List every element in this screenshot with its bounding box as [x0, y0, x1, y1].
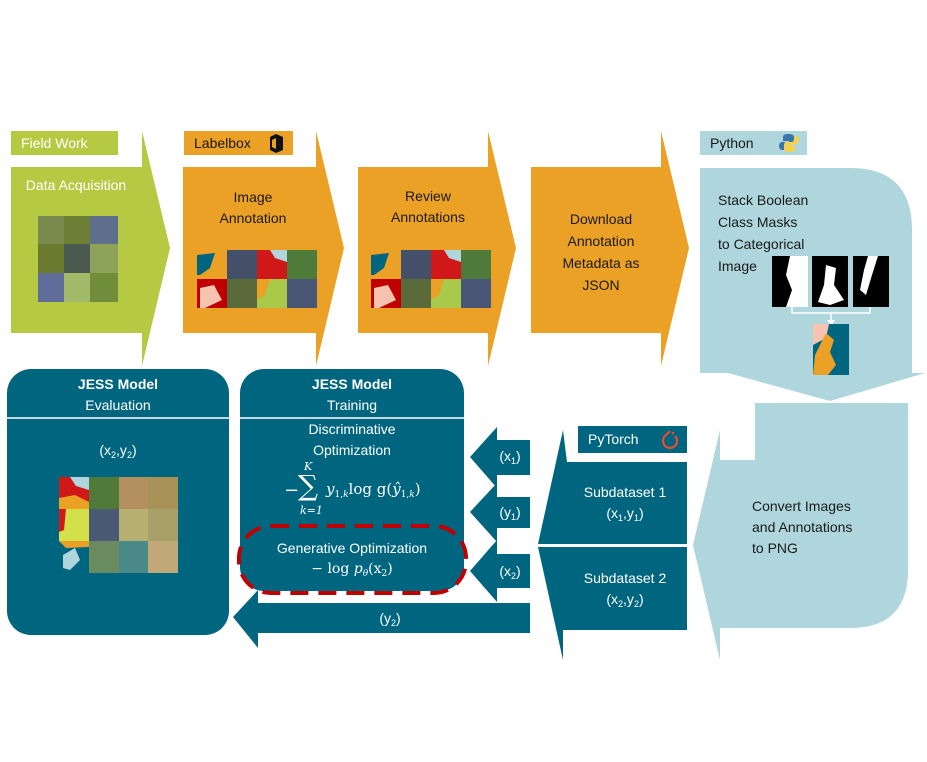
download-line3: Metadata as [562, 255, 640, 271]
pytorch-tag-label: PyTorch [588, 431, 639, 447]
subdataset-2-title: Subdataset 2 [583, 570, 667, 586]
image-annotation-title: Image Annotation [183, 187, 323, 229]
download-line2: Annotation [567, 233, 635, 249]
evaluation-title: JESS Model [77, 376, 159, 392]
generative-optimization: Generative Optimization − log pθ(x2) [240, 538, 464, 585]
review-annotations-title: Review Annotations [358, 186, 498, 228]
arrow-y2-label: (y2) [379, 610, 401, 628]
labelbox-logo-icon [270, 134, 283, 153]
boolean-masks [772, 256, 889, 307]
gen-formula: − log pθ(x2) [311, 561, 393, 579]
subdataset-1-title: Subdataset 1 [583, 484, 667, 500]
disc-formula-body: y1,klog g(ŷ1,k) [326, 480, 421, 500]
sum-upper-limit: K [304, 460, 313, 473]
arrow-y1 [470, 483, 530, 542]
convert-png-title: Convert Images and Annotations to PNG [752, 496, 892, 559]
image-annotation-arrow [183, 131, 344, 366]
sum-lower-limit: k=1 [300, 504, 323, 517]
data-acquisition-title: Data Acquisition [25, 177, 127, 193]
review-line2: Annotations [391, 209, 465, 225]
review-line1: Review [405, 188, 451, 204]
pytorch-logo-icon [661, 430, 679, 449]
generative-highlight [237, 524, 468, 595]
evaluation-pair: (x2,y2) [99, 442, 137, 460]
annotation-grid-2 [371, 250, 491, 308]
labelbox-tag-label: Labelbox [194, 135, 251, 151]
gen-title: Generative Optimization [276, 540, 428, 556]
training-title: JESS Model [311, 376, 393, 392]
download-line4: JSON [582, 277, 620, 293]
training-subtitle: Training [326, 397, 378, 413]
annotation-grid-1 [197, 250, 317, 308]
sum-symbol: ∑ [298, 469, 318, 502]
field-work-tag: Field Work [11, 131, 118, 155]
discriminative-formula: − K ∑ k=1 y1,klog g(ŷ1,k) [284, 460, 421, 517]
arrow-y2 [233, 590, 530, 648]
categorical-image [813, 324, 849, 375]
subdataset-2: Subdataset 2 (x2,y2) [560, 568, 690, 615]
evaluation-header: JESS Model Evaluation [7, 374, 229, 416]
field-work-tag-label: Field Work [21, 135, 88, 151]
evaluation-subtitle: Evaluation [85, 397, 151, 413]
download-line1: Download [569, 211, 633, 227]
review-arrow [358, 131, 516, 366]
subdataset-2-shape [538, 547, 687, 660]
subdataset-1-pair: (x1,y1) [606, 505, 644, 523]
subdataset-1: Subdataset 1 (x1,y1) [560, 482, 690, 529]
arrow-y1-label: (y1) [499, 504, 521, 522]
arrow-x1 [470, 427, 530, 488]
training-box [240, 369, 464, 591]
python-tag-label: Python [710, 135, 754, 151]
arrow-x2 [470, 540, 530, 602]
training-header: JESS Model Training [240, 374, 464, 416]
image-annotation-line2: Annotation [219, 210, 287, 226]
convert-line3: to PNG [752, 540, 798, 556]
convert-line2: and Annotations [752, 519, 853, 535]
stack-line4: Image [718, 258, 757, 274]
python-tag: Python [700, 131, 807, 155]
download-json-title: Download Annotation Metadata as JSON [531, 208, 671, 296]
convert-line1: Convert Images [752, 498, 851, 514]
arrow-x1-label: (x1) [499, 448, 521, 466]
stack-line2: Class Masks [718, 214, 798, 230]
subdataset-2-pair: (x2,y2) [606, 591, 644, 609]
stack-masks-title: Stack Boolean Class Masks to Categorical… [718, 189, 858, 277]
convert-png-shape [693, 403, 908, 660]
evaluation-grid [59, 477, 178, 573]
disc-line1: Discriminative [308, 421, 396, 437]
download-arrow [531, 131, 689, 366]
arrow-x2-label: (x2) [499, 563, 521, 581]
discriminative-optimization: Discriminative Optimization [240, 419, 464, 461]
subdataset-1-shape [538, 430, 687, 544]
disc-line2: Optimization [313, 442, 391, 458]
python-logo-icon [779, 134, 799, 152]
labelbox-tag: Labelbox [184, 131, 293, 155]
field-photo-grid [38, 216, 118, 302]
pytorch-tag: PyTorch [578, 426, 687, 453]
image-annotation-line1: Image [233, 189, 273, 205]
stack-line3: to Categorical [718, 236, 805, 252]
stack-line1: Stack Boolean [718, 192, 809, 208]
